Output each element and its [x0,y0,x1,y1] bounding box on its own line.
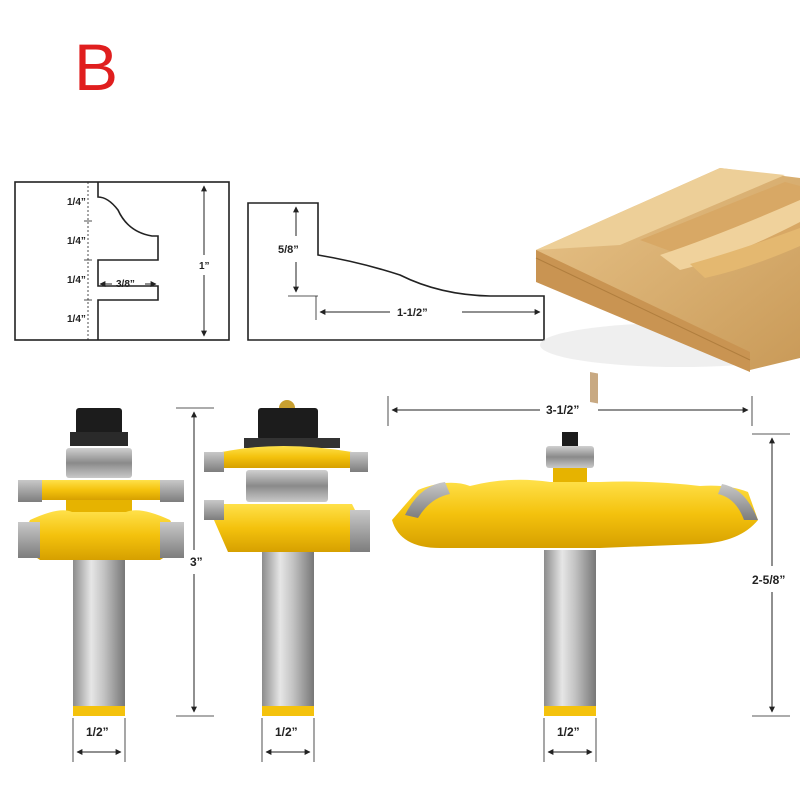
profile-height-label: 5/8” [278,244,299,256]
bit-3-bearing [546,446,594,468]
bit-3-shank [544,550,596,714]
bit-2-shank-label: 1/2” [275,725,298,739]
bit-2-nut [258,408,318,440]
bit-3-cutter-body [392,479,758,548]
panel-profile-outline [247,202,545,341]
bit-dimensions: 1/2” 1/2” 1/2” 3” 3-1/2” [72,396,790,762]
segment-label-1: 1/4” [67,197,86,208]
total-height-label: 1” [199,261,210,272]
router-bit-1 [18,408,184,716]
segment-label-4: 1/4” [67,314,86,325]
panel-bit-diameter-label: 3-1/2” [546,403,579,417]
tongue-profile-line [97,182,159,340]
bit-2-shank [262,552,314,714]
segment-label-3: 1/4” [67,275,86,286]
router-bit-3 [392,432,758,716]
panel-bit-height-label: 2-5/8” [752,573,785,587]
variant-letter: B [74,30,119,104]
bit-2-bearing [246,470,328,502]
wood-door-corner-image [535,168,800,404]
bit-3-shank-label: 1/2” [557,725,580,739]
diagram-frame [14,181,230,341]
router-bit-2 [204,400,370,716]
segment-label-2: 1/4” [67,236,86,247]
profile-width-label: 1-1/2” [397,307,428,319]
bit-1-shank-label: 1/2” [86,725,109,739]
profile-diagram-right: 5/8” 1-1/2” [247,202,545,341]
groove-width-label: 3/8” [116,279,135,290]
bit-1-nut [76,408,122,436]
bit-1-bearing [66,448,132,478]
profile-diagram-left: 1/4” 1/4” 1/4” 1/4” 3/8” 1” [14,181,230,341]
bits-height-label: 3” [190,555,203,569]
bit-1-shank [73,546,125,714]
